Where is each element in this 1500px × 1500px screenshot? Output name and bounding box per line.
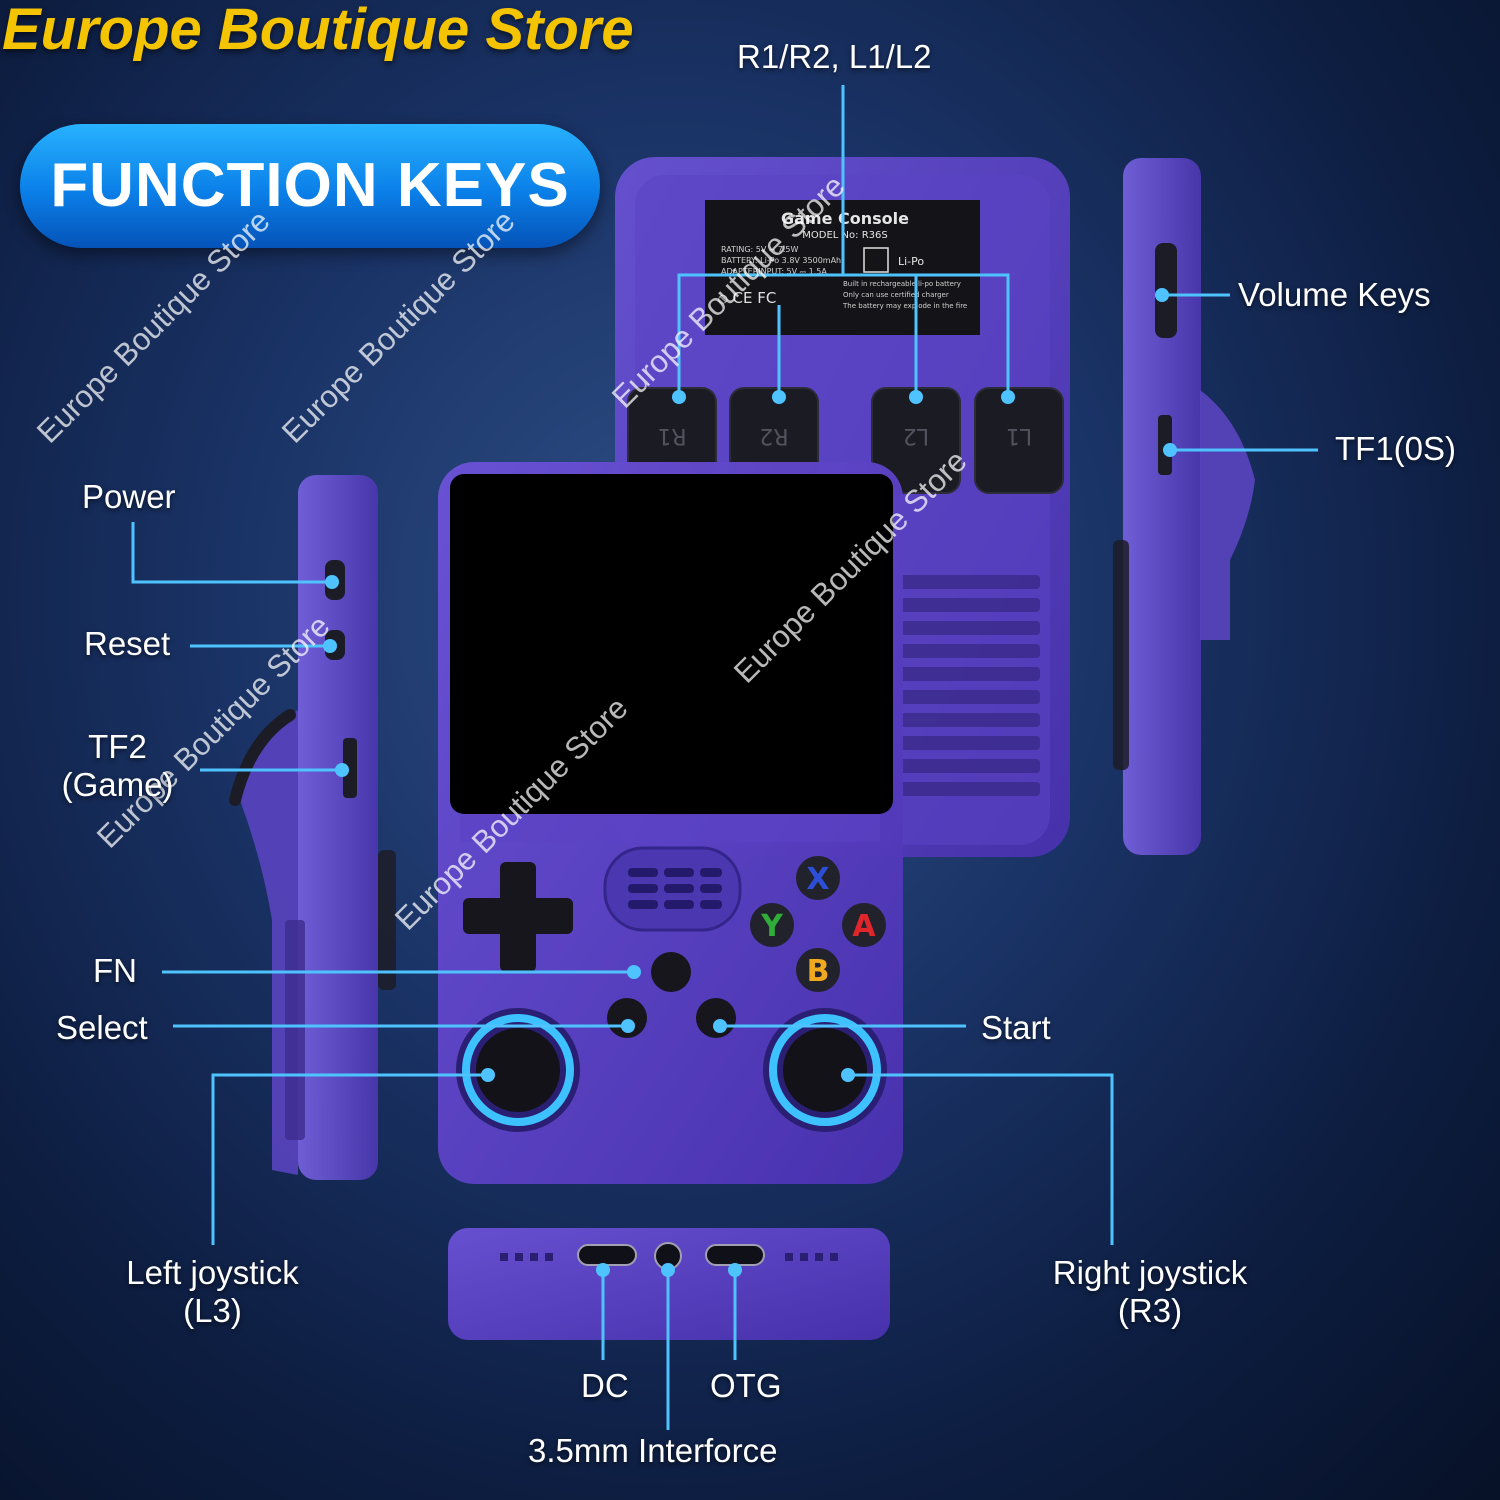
callout-dots <box>323 288 1177 1277</box>
label-power: Power <box>82 478 176 515</box>
label-tf2-slot: TF2 (Game) <box>50 728 185 804</box>
label-select: Select <box>56 1009 148 1046</box>
sticker-warning-3: The battery may explode in the fire <box>842 302 967 310</box>
label-fn: FN <box>93 952 137 989</box>
start-button <box>696 998 736 1038</box>
shoulder-label-r1: R1 <box>657 423 686 448</box>
button-a-label: A <box>852 909 876 944</box>
dc-port <box>577 1244 637 1266</box>
otg-port <box>705 1244 765 1266</box>
select-button <box>607 998 647 1038</box>
sticker-lipo: Li-Po <box>898 255 924 268</box>
label-left-joystick-line2: (L3) <box>183 1292 242 1329</box>
shoulder-label-r2: R2 <box>759 423 788 448</box>
label-shoulder-buttons: R1/R2, L1/L2 <box>737 38 932 75</box>
face-buttons <box>750 856 886 992</box>
fn-button <box>651 952 691 992</box>
sticker-marks: ⦸ CE FC <box>718 289 776 307</box>
callout-lines <box>131 85 1318 1430</box>
sticker-warning-1: Built in rechargeable li-po battery <box>843 280 961 288</box>
sticker-battery: BATTERY: Li-Po 3.8V 3500mAh <box>721 256 841 265</box>
left-joystick <box>456 1008 580 1132</box>
label-dc-port: DC <box>581 1367 629 1404</box>
store-name: Europe Boutique Store <box>2 0 634 62</box>
label-start: Start <box>981 1009 1051 1046</box>
label-audio-jack: 3.5mm Interforce <box>528 1432 778 1469</box>
sticker-adapter: ADAPTERINPUT: 5V ⎓ 1.5A <box>721 267 827 276</box>
label-left-joystick: Left joystick (L3) <box>80 1254 345 1330</box>
shoulder-label-l2: L2 <box>903 423 929 448</box>
label-right-joystick-line1: Right joystick <box>1052 1254 1248 1291</box>
button-b-label: B <box>807 954 830 989</box>
shoulder-label-l1: L1 <box>1006 423 1032 448</box>
label-right-joystick-line2: (R3) <box>1117 1292 1183 1329</box>
right-joystick <box>763 1008 887 1132</box>
label-left-joystick-line1: Left joystick <box>126 1254 299 1291</box>
device-left-side-view <box>229 475 396 1180</box>
sticker-rating: RATING: 5V ⎓ 7.5W <box>721 245 799 254</box>
label-reset: Reset <box>84 625 171 662</box>
sticker-model: MODEL No: R36S <box>802 230 887 241</box>
sticker-warning-2: Only can use certified charger <box>843 291 949 299</box>
label-tf2-line1: TF2 <box>88 728 147 765</box>
label-tf2-line2: (Game) <box>61 766 174 803</box>
sticker-title: Game Console <box>781 209 909 228</box>
dpad <box>463 862 573 972</box>
label-tf1-slot: TF1(0S) <box>1335 430 1457 467</box>
function-keys-banner: FUNCTION KEYS <box>20 124 600 248</box>
device-front-view: X Y A B <box>438 462 903 1184</box>
label-right-joystick: Right joystick (R3) <box>1010 1254 1290 1330</box>
device-right-side-view <box>1113 158 1255 855</box>
button-y-label: Y <box>760 909 784 944</box>
device-screen <box>450 474 893 814</box>
label-volume-keys: Volume Keys <box>1238 276 1431 313</box>
button-x-label: X <box>806 862 829 897</box>
label-otg-port: OTG <box>710 1367 782 1404</box>
